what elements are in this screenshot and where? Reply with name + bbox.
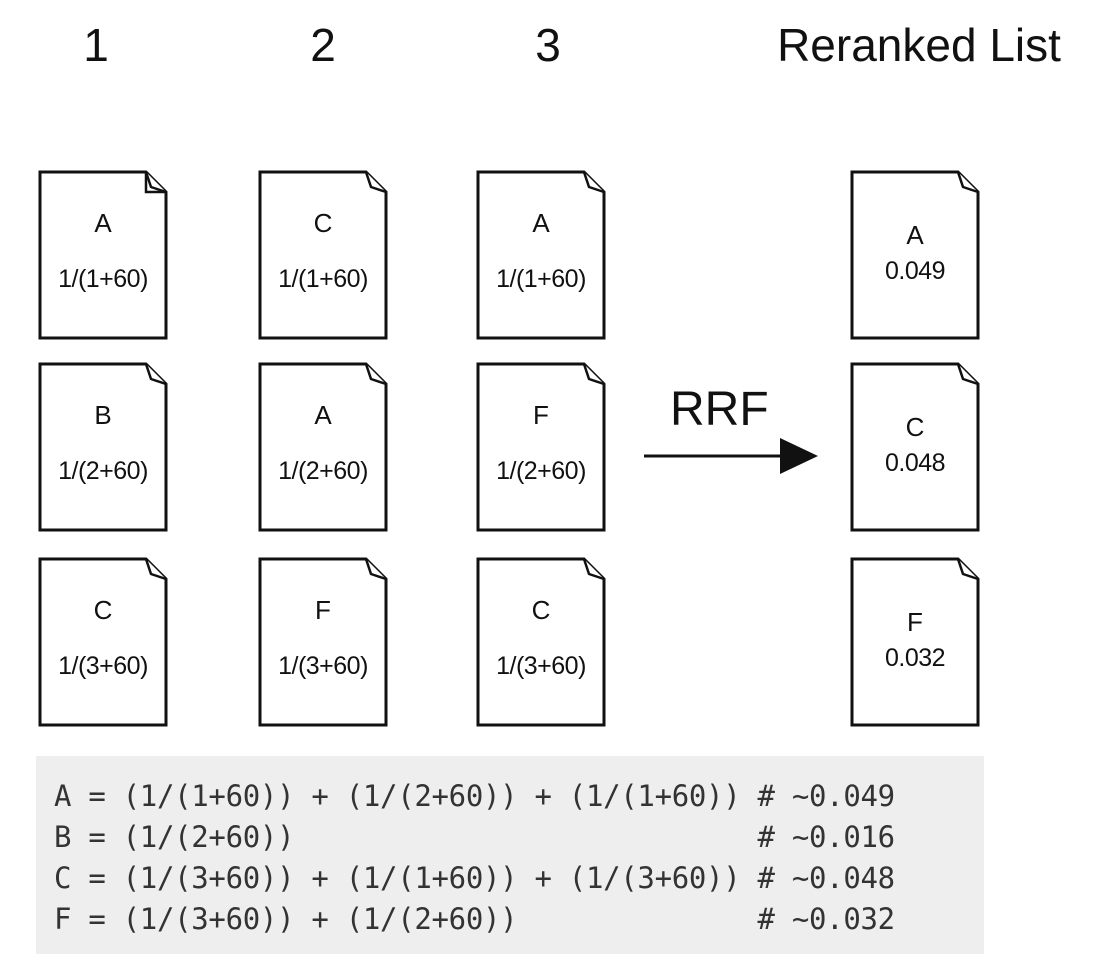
document-label: F [315,595,331,625]
document-card: A 1/(1+60) [476,170,606,340]
document-label: A [906,220,924,250]
document-label: F [907,607,923,637]
document-page-icon [476,170,606,340]
document-page-icon [850,557,980,727]
column-title-2: 2 [310,19,336,71]
document-card: C 1/(1+60) [258,170,388,340]
document-score: 1/(3+60) [278,652,368,680]
document-label: A [94,208,112,238]
document-page-icon [258,362,388,532]
document-page-icon [850,170,980,340]
document-label: C [531,595,551,625]
document-page-icon [258,557,388,727]
document-score: 1/(2+60) [58,457,148,485]
document-score: 1/(3+60) [496,652,586,680]
formula-code-block: A = (1/(1+60)) + (1/(2+60)) + (1/(1+60))… [36,756,984,954]
document-page-icon [258,170,388,340]
document-label: C [905,412,925,442]
column-title-3: 3 [535,19,561,71]
document-page-icon [38,170,168,340]
document-card: F 1/(3+60) [258,557,388,727]
document-card: C 1/(3+60) [38,557,168,727]
document-page-icon [38,557,168,727]
document-score: 1/(2+60) [496,457,586,485]
code-line: F = (1/(3+60)) + (1/(2+60)) # ~0.032 [54,902,895,936]
document-score: 1/(1+60) [496,265,586,293]
document-score: 0.032 [884,644,946,672]
arrow-right-icon [644,438,818,474]
document-page-icon [38,362,168,532]
document-score: 1/(1+60) [278,265,368,293]
document-page-icon [476,557,606,727]
code-line: C = (1/(3+60)) + (1/(1+60)) + (1/(3+60))… [54,861,895,895]
document-page-icon [850,362,980,532]
document-score: 1/(2+60) [278,457,368,485]
document-label: A [532,208,550,238]
document-card: B 1/(2+60) [38,362,168,532]
reranked-document-card: F 0.032 [850,557,980,727]
document-score: 1/(3+60) [58,652,148,680]
document-label: C [93,595,113,625]
document-card: F 1/(2+60) [476,362,606,532]
code-line: B = (1/(2+60)) # ~0.016 [54,820,895,854]
document-score: 0.048 [884,449,946,477]
code-line: A = (1/(1+60)) + (1/(2+60)) + (1/(1+60))… [54,779,895,813]
reranked-document-card: A 0.049 [850,170,980,340]
document-score: 0.049 [884,257,946,285]
column-title-1: 1 [83,19,109,71]
document-card: C 1/(3+60) [476,557,606,727]
reranked-document-card: C 0.048 [850,362,980,532]
document-label: B [94,400,112,430]
document-label: A [314,400,332,430]
document-score: 1/(1+60) [58,265,148,293]
document-label: F [533,400,549,430]
reranked-list-title: Reranked List [777,19,1061,71]
document-page-icon [476,362,606,532]
document-card: A 1/(1+60) [38,170,168,340]
document-label: C [313,208,333,238]
rrf-label: RRF [670,383,769,436]
document-card: A 1/(2+60) [258,362,388,532]
